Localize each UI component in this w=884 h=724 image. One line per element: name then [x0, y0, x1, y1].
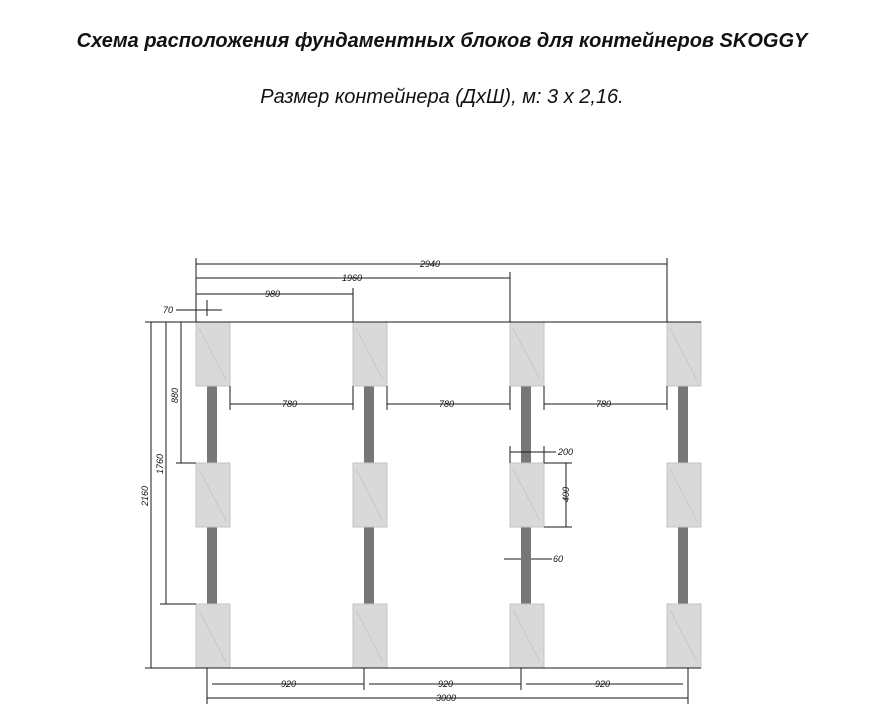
dim-920-2: 920 — [438, 679, 453, 689]
dim-70: 70 — [163, 305, 173, 315]
beams — [207, 322, 688, 668]
diagram-subtitle: Размер контейнера (ДхШ), м: 3 х 2,16. — [260, 86, 624, 108]
dim-980: 980 — [265, 289, 280, 299]
dim-1760: 1760 — [155, 454, 165, 474]
dim-60: 60 — [553, 554, 563, 564]
dim-2160: 2160 — [140, 486, 150, 507]
dimension-labels: 2940 1960 980 70 780 780 780 200 60 920 … — [140, 259, 611, 703]
dim-2940: 2940 — [419, 259, 440, 269]
diagram-title: Схема расположения фундаментных блоков д… — [76, 30, 808, 52]
block-2-2 — [352, 462, 388, 528]
dim-920-3: 920 — [595, 679, 610, 689]
dim-3000: 3000 — [436, 693, 456, 703]
dimension-lines — [145, 258, 689, 704]
dim-780-1: 780 — [282, 399, 297, 409]
dim-780-2: 780 — [439, 399, 454, 409]
dim-920-1: 920 — [281, 679, 296, 689]
container-outline — [196, 321, 701, 669]
block-hatching — [198, 327, 698, 663]
dim-780-3: 780 — [596, 399, 611, 409]
dim-1960: 1960 — [342, 273, 362, 283]
dim-200: 200 — [557, 447, 573, 457]
block-3-2 — [509, 462, 545, 528]
dim-400: 400 — [561, 487, 571, 502]
dim-880: 880 — [170, 388, 180, 403]
foundation-blocks — [195, 321, 702, 669]
